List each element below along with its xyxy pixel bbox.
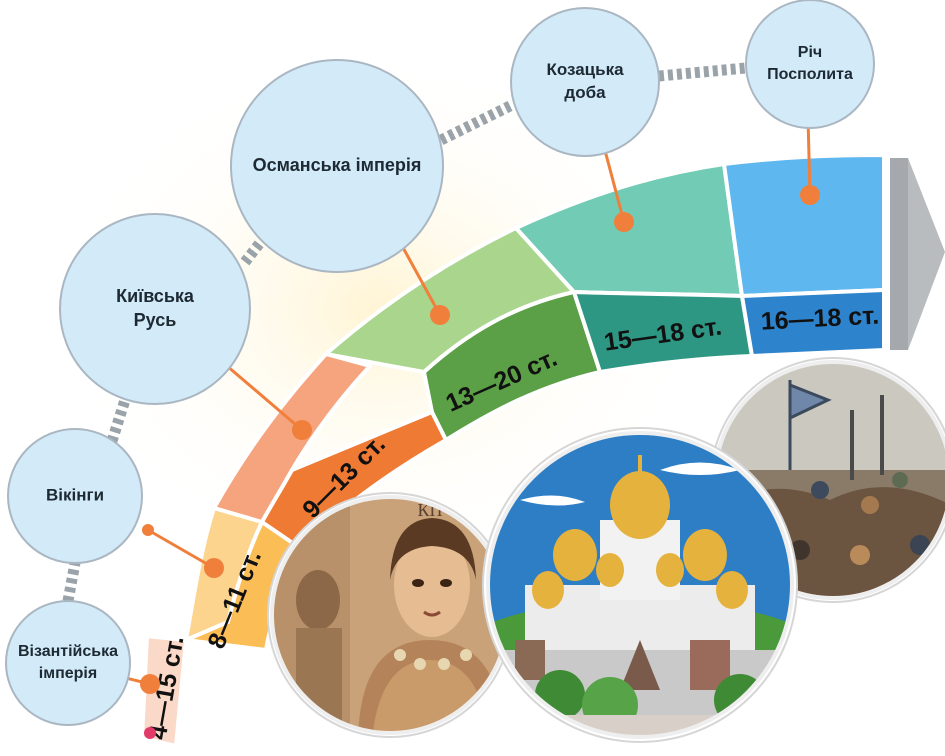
period-name-ottoman-line-0: Османська імперія — [253, 155, 422, 175]
timeline-start-dot — [144, 727, 156, 739]
band-segment-kyivan-rus — [212, 352, 448, 550]
period-name-byzantine-line-1: імперія — [39, 665, 97, 682]
period-name-cossack-line-1: доба — [564, 83, 606, 102]
circle-link-3 — [438, 100, 515, 145]
circle-link-2 — [240, 226, 275, 266]
period-name-kyivan-rus-line-0: Київська — [116, 286, 195, 306]
period-circle-byzantine: Візантійська імперія — [5, 600, 131, 726]
circle-link-1 — [106, 398, 131, 443]
pointer-vikings — [142, 524, 224, 578]
period-name-vikings-line-0: Вікінги — [46, 485, 104, 504]
monastery-image — [482, 427, 798, 743]
period-circle-cossack: Козацька доба — [510, 7, 660, 157]
circle-link-0 — [62, 562, 81, 602]
circle-link-4 — [658, 62, 747, 82]
timeline-arrow — [890, 158, 945, 350]
band-segment-commonwealth — [722, 153, 886, 358]
period-name-commonwealth-line-0: Річ — [798, 44, 822, 61]
period-name-kyivan-rus-line-1: Русь — [134, 310, 177, 330]
range-label-commonwealth: 16—18 ст. — [760, 302, 880, 336]
period-name-byzantine-line-0: Візантійська — [18, 643, 118, 660]
period-circle-ottoman: Османська імперія — [230, 59, 444, 273]
band-segment-byzantine — [140, 634, 188, 748]
period-circle-vikings: Вікінги — [7, 428, 143, 564]
period-name-cossack-line-0: Козацька — [546, 60, 624, 79]
circle-connectors — [62, 62, 747, 602]
period-name-commonwealth-line-1: Посполита — [767, 66, 853, 83]
